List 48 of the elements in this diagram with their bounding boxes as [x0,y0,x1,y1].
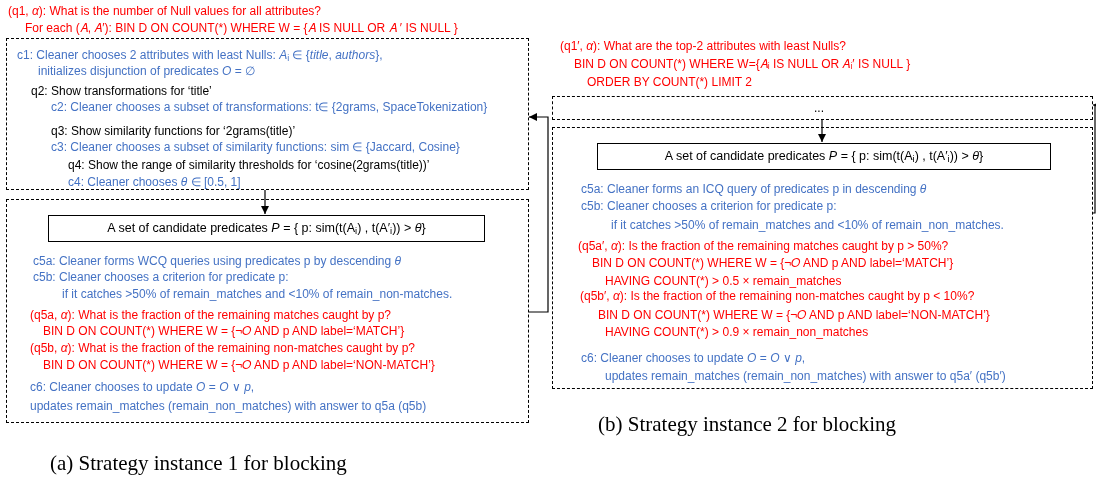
step-text: c1: Cleaner chooses 2 attributes with least Nulls: A$_{i}$ ∈ {title, authors}, [17,47,383,63]
query-text: q3: Show similarity functions for ‘2grams(title)’ [51,123,296,139]
step-text: updates remain_matches (remain_non_matches) with answer to q5a (q5b) [30,398,427,414]
step-text: c4: Cleaner chooses θ ∈ [0.5, 1] [68,174,241,190]
query-text: (q1′, α): What are the top-2 attributes with least Nulls? [560,38,846,54]
query-text: ORDER BY COUNT(*) LIMIT 2 [587,74,752,90]
step-text: if it catches >50% of remain_matches and <10% of remain_non-matches. [62,286,453,302]
dashed-box [6,38,529,190]
query-text: (q5b′, α): Is the fraction of the remaining non-matches caught by p < 10%? [580,288,975,304]
arrow [1092,101,1096,214]
query-text: (q5a, α): What is the fraction of the remaining matches caught by p? [30,307,392,323]
step-text: if it catches >50% of remain_matches and <10% of remain_non_matches. [611,217,1004,233]
step-text: c2: Cleaner chooses a subset of transformations: t∈ {2grams, SpaceTokenization} [51,99,488,115]
query-text: (q1, α): What is the number of Null values for all attributes? [8,3,321,19]
formula-text: A set of candidate predicates P = { p: sim(t(A$_{i}$) , t(A′$_{i}$)) > θ} [664,148,984,166]
step-text: c5a: Cleaner forms an ICQ query of predicates p in descending θ [581,181,927,197]
query-text: BIN D ON COUNT(*) WHERE W={𝐴ᵢ IS NULL OR 𝐴ᵢ′ IS NULL } [574,56,911,72]
step-text: c5b: Cleaner chooses a criterion for predicate p: [581,198,837,214]
caption-text: (a) Strategy instance 1 for blocking [50,450,347,476]
query-text: HAVING COUNT(*) > 0.9 × remain_non_matches [605,324,869,340]
dashed-box [6,199,529,423]
step-text: c6: Cleaner chooses to update O = O ∨ p, [581,350,806,366]
query-text: BIN D ON COUNT(*) WHERE W = {¬𝑂 AND p AND label=‘NON-MATCH’} [598,307,990,323]
query-text: BIN D ON COUNT(*) WHERE W = {¬𝑂 AND p AND label=‘MATCH’} [592,255,954,271]
query-text: For each (𝐴, 𝐴′): BIN D ON COUNT(*) WHERE W = {𝐴 IS NULL OR 𝐴 ′ IS NULL } [25,20,458,36]
dashed-box [552,127,1093,389]
step-text: initializes disjunction of predicates O = ∅ [38,63,256,79]
query-text: (q5a′, α): Is the fraction of the remaining matches caught by p > 50%? [578,238,949,254]
query-text: (q5b, α): What is the fraction of the remaining non-matches caught by p? [30,340,416,356]
step-text: c6: Cleaner chooses to update O = O ∨ p, [30,379,255,395]
query-text: BIN D ON COUNT(*) WHERE W = {¬𝑂 AND p AND label=‘MATCH’} [43,323,405,339]
query-text: ... [814,100,824,116]
step-text: c5a: Cleaner forms WCQ queries using predicates p by descending θ [33,253,402,269]
step-text: c3: Cleaner chooses a subset of similarity functions: sim ∈ {Jaccard, Cosine} [51,139,460,155]
formula-text: A set of candidate predicates P = { p: sim(t(A$_{i}$) , t(A′$_{i}$)) > θ} [107,220,426,238]
query-text: BIN D ON COUNT(*) WHERE W = {¬𝑂 AND p AND label=‘NON-MATCH’} [43,357,435,373]
caption-text: (b) Strategy instance 2 for blocking [598,411,896,437]
arrow [261,189,269,215]
process-box [48,215,485,242]
step-text: updates remain_matches (remain_non_matches) with answer to q5a′ (q5b′) [605,368,1006,384]
arrow [528,113,549,313]
query-text: HAVING COUNT(*) > 0.5 × remain_matches [605,273,842,289]
dashed-box [552,96,1093,120]
query-text: q4: Show the range of similarity thresholds for ‘cosine(2grams(title))’ [68,157,430,173]
query-text: q2: Show transformations for ‘title’ [31,83,212,99]
step-text: c5b: Cleaner chooses a criterion for predicate p: [33,269,289,285]
arrow [818,119,826,143]
process-box [597,143,1051,170]
